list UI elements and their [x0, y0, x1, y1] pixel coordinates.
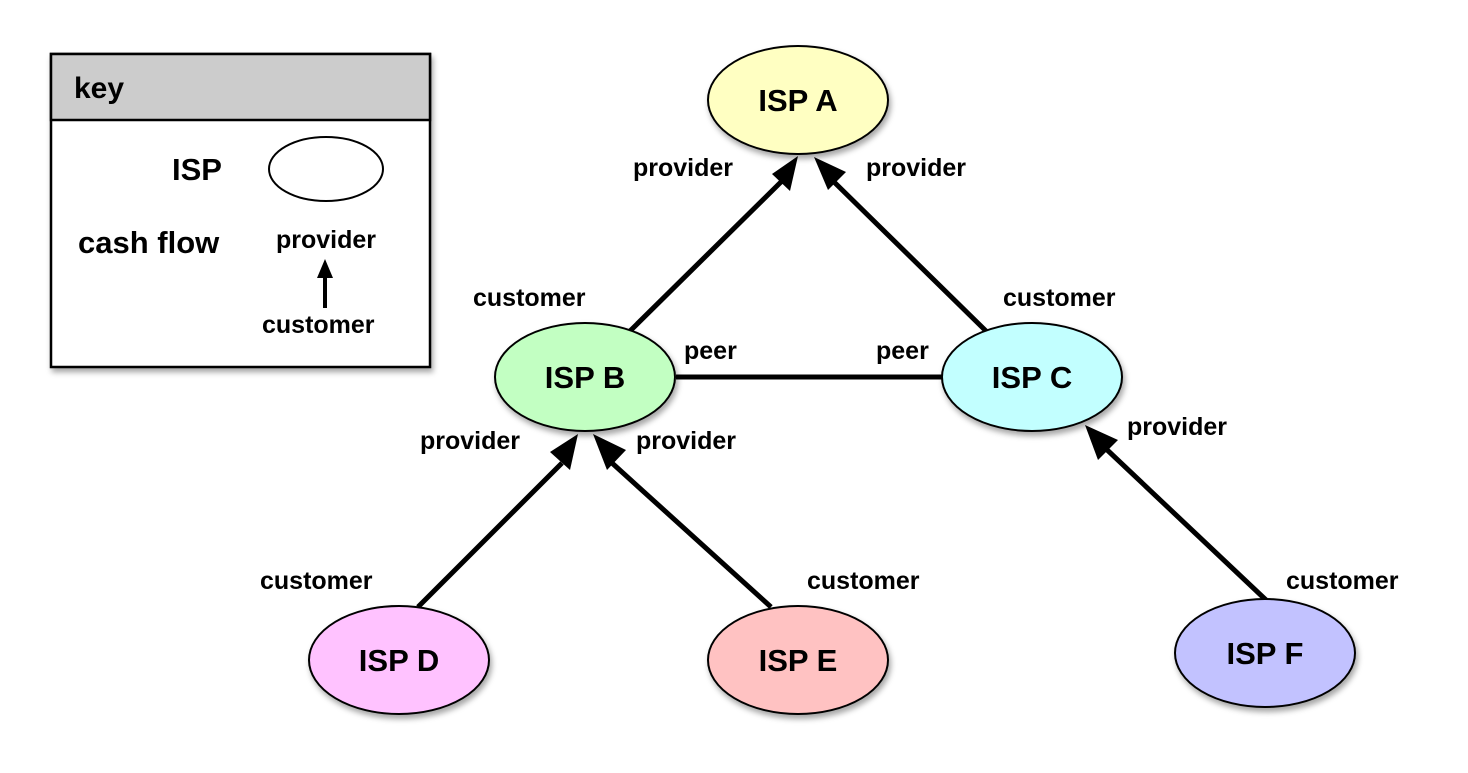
arrowhead-icon: [1085, 425, 1118, 460]
label-b-provider-left: provider: [420, 427, 520, 455]
label-e-customer: customer: [807, 567, 920, 595]
node-isp-c: ISP C: [941, 322, 1123, 432]
node-isp-c-label: ISP C: [992, 360, 1072, 395]
node-isp-b: ISP B: [494, 322, 676, 432]
key-title: key: [74, 72, 124, 105]
key-isp-ellipse: [268, 136, 384, 202]
key-box: key ISP cash flow provider customer: [49, 52, 432, 369]
node-isp-e: ISP E: [707, 605, 889, 715]
key-arrow-icon: [317, 259, 333, 308]
node-isp-a: ISP A: [707, 45, 889, 155]
arrowhead-icon: [593, 434, 626, 470]
key-cash-flow-label: cash flow: [78, 225, 220, 260]
edge-f-to-c: [1085, 425, 1268, 602]
label-a-provider-left: provider: [633, 154, 733, 182]
label-b-customer: customer: [473, 284, 586, 312]
label-d-customer: customer: [260, 567, 373, 595]
node-isp-f-label: ISP F: [1227, 636, 1304, 671]
key-customer-label: customer: [262, 311, 375, 339]
arrowhead-icon: [772, 156, 798, 191]
label-c-peer: peer: [876, 337, 929, 365]
label-c-customer: customer: [1003, 284, 1116, 312]
arrowhead-icon: [550, 434, 578, 470]
node-isp-e-label: ISP E: [759, 643, 838, 678]
edge-c-to-a: [814, 157, 988, 333]
node-isp-d: ISP D: [308, 605, 490, 715]
label-b-peer: peer: [684, 337, 737, 365]
key-isp-label: ISP: [172, 152, 222, 187]
edge-b-to-a: [628, 156, 798, 333]
node-isp-d-label: ISP D: [359, 643, 439, 678]
arrowhead-icon: [814, 157, 846, 190]
edge-d-to-b: [416, 434, 578, 609]
label-c-provider: provider: [1127, 413, 1227, 441]
node-isp-f: ISP F: [1174, 598, 1356, 708]
node-isp-a-label: ISP A: [758, 83, 837, 118]
label-a-provider-right: provider: [866, 154, 966, 182]
edge-e-to-b: [593, 434, 773, 609]
label-b-provider-right: provider: [636, 427, 736, 455]
key-provider-label: provider: [276, 226, 376, 254]
node-isp-b-label: ISP B: [545, 360, 625, 395]
label-f-customer: customer: [1286, 567, 1399, 595]
